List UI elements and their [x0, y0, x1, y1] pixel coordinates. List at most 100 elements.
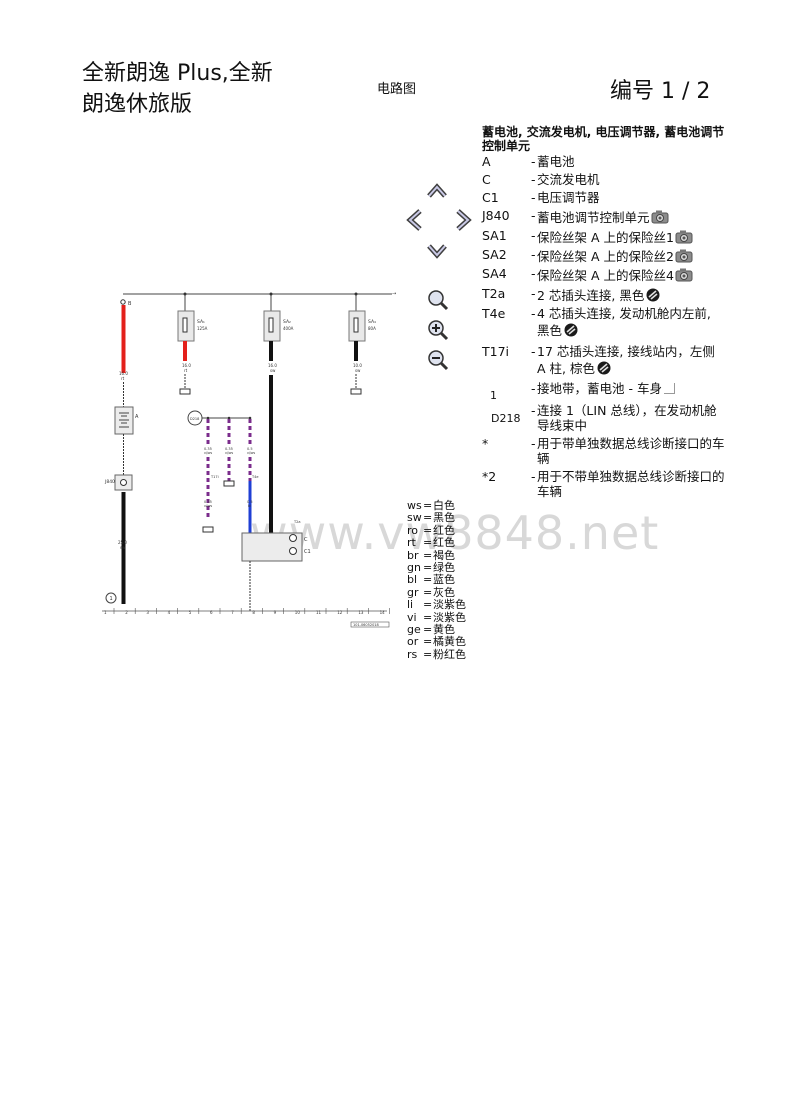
wire-color-item: gr=灰色: [407, 585, 455, 599]
wire-code: ws: [407, 499, 422, 512]
connector-icon[interactable]: [645, 287, 663, 302]
equals-sign: =: [423, 523, 433, 537]
legend-dash: -: [531, 286, 536, 301]
zoom-in-icon[interactable]: [426, 318, 450, 342]
ruler-label: 2: [125, 610, 128, 615]
zoom-out-icon[interactable]: [426, 348, 450, 372]
legend-code: *: [482, 436, 489, 451]
wire-color-item: ws=白色: [407, 499, 455, 512]
wire-color-item: bl=蓝色: [407, 573, 455, 587]
svg-text:vi/ws: vi/ws: [247, 451, 255, 455]
wire-color-name: 橘黄色: [433, 635, 466, 649]
wire-color-name: 灰色: [433, 585, 455, 599]
wire-color-name: 褐色: [433, 548, 455, 562]
svg-text:sw: sw: [355, 368, 361, 373]
wire-color-name: 淡紫色: [433, 598, 466, 612]
camera-icon[interactable]: [675, 229, 693, 244]
chevron-left-icon[interactable]: [404, 208, 426, 232]
legend-dash: -: [531, 436, 536, 451]
wire-color-name: 蓝色: [433, 573, 455, 587]
svg-text:400A: 400A: [283, 326, 294, 331]
legend-dash: -: [531, 469, 536, 484]
svg-text:sw: sw: [120, 545, 126, 550]
camera-icon[interactable]: [675, 248, 693, 263]
legend-description: 接地带，蓄电池 - 车身: [537, 381, 727, 397]
svg-text:SA₄: SA₄: [368, 319, 376, 325]
ruler-label: 3: [146, 610, 149, 615]
watermark: www.vw8848.net: [250, 506, 660, 560]
legend-code: SA4: [482, 266, 507, 281]
ruler-label: 5: [189, 610, 192, 615]
label-ground-1: 1: [110, 596, 113, 602]
legend-description: 4 芯插头连接, 发动机舱内左前, 黑色: [537, 306, 711, 338]
equals-sign: =: [423, 511, 433, 525]
title-line-2: 朗逸休旅版: [82, 92, 193, 117]
zoom-fit-icon[interactable]: [426, 288, 450, 312]
svg-text:rt: rt: [121, 376, 125, 381]
wire-color-name: 绿色: [433, 561, 455, 574]
doc-code: 101-06052018: [353, 623, 379, 627]
svg-text:0.5: 0.5: [247, 447, 253, 451]
camera-icon[interactable]: [651, 209, 669, 224]
wire-color-name: 黑色: [433, 511, 455, 525]
equals-sign: =: [423, 647, 433, 661]
label-c1: C1: [304, 549, 311, 555]
wire-color-item: or=橘黄色: [407, 635, 466, 649]
wire-color-item: vi=淡紫色: [407, 610, 466, 624]
wire-color-name: 红色: [433, 536, 455, 550]
wire-color-item: rs=粉红色: [407, 647, 466, 661]
legend-dash: -: [531, 381, 536, 396]
svg-text:vi/ws: vi/ws: [225, 451, 233, 455]
wire-color-item: br =褐色: [407, 548, 455, 562]
label-c: C: [304, 537, 308, 543]
title-line-1: 全新朗逸 Plus,全新: [82, 61, 273, 86]
ground-strap-icon: [663, 383, 675, 394]
svg-text:16.0: 16.0: [182, 363, 191, 368]
connector-icon[interactable]: [563, 322, 581, 337]
chevron-up-icon[interactable]: [426, 180, 448, 202]
wire-color-item: li=淡紫色: [407, 598, 466, 612]
camera-icon[interactable]: [675, 267, 693, 282]
chevron-down-icon[interactable]: [426, 240, 448, 262]
legend-description: 蓄电池调节控制单元: [537, 209, 727, 226]
wire-color-name: 黄色: [433, 623, 455, 636]
legend-dash: -: [531, 172, 536, 187]
ruler-label: 10: [295, 610, 301, 615]
svg-text:SA₁: SA₁: [197, 319, 205, 325]
equals-sign: =: [423, 610, 433, 624]
chevron-right-icon[interactable]: [452, 208, 474, 232]
legend-description: 交流发电机: [537, 172, 600, 187]
legend-code: SA1: [482, 228, 507, 243]
svg-text:10.0: 10.0: [353, 363, 362, 368]
equals-sign: =: [423, 499, 433, 512]
ruler-label: 9: [274, 610, 277, 615]
legend-description: 蓄电池: [537, 154, 575, 169]
wire-code: vi: [407, 610, 417, 624]
equals-sign: =: [423, 548, 433, 562]
wire-code: rt: [407, 536, 416, 550]
svg-text:16.0: 16.0: [119, 371, 128, 376]
svg-text:T4e: T4e: [251, 475, 259, 479]
equals-sign: =: [423, 536, 433, 550]
ruler-label: 11: [316, 610, 322, 615]
circuit-diagram: B → 16.0 rt A J840 25.0 sw 1 SA₁ 125A 16…: [102, 291, 396, 628]
wire-code: br: [407, 548, 419, 562]
legend-description: 17 芯插头连接, 接线站内，左侧 A 柱, 棕色: [537, 344, 715, 376]
legend-code: T4e: [482, 306, 506, 321]
legend-code: C: [482, 172, 491, 187]
legend-dash: -: [531, 190, 536, 205]
connector-icon[interactable]: [596, 360, 614, 375]
svg-text:vi/ws: vi/ws: [204, 451, 212, 455]
label-a: A: [135, 414, 139, 420]
svg-text:0.5: 0.5: [247, 500, 253, 504]
wire-code: ro: [407, 523, 419, 537]
page-number: 编号 1 / 2: [610, 79, 711, 104]
legend-description: 用于不带单独数据总线诊断接口的车辆: [537, 469, 725, 499]
legend-dash: -: [531, 154, 536, 169]
legend-description: 用于带单独数据总线诊断接口的车辆: [537, 436, 725, 466]
ruler-label: 6: [210, 610, 213, 615]
legend-code: *2: [482, 469, 497, 484]
legend-description: 连接 1（LIN 总线），在发动机舱导线束中: [537, 403, 717, 433]
wire-color-name: 粉红色: [433, 647, 466, 661]
